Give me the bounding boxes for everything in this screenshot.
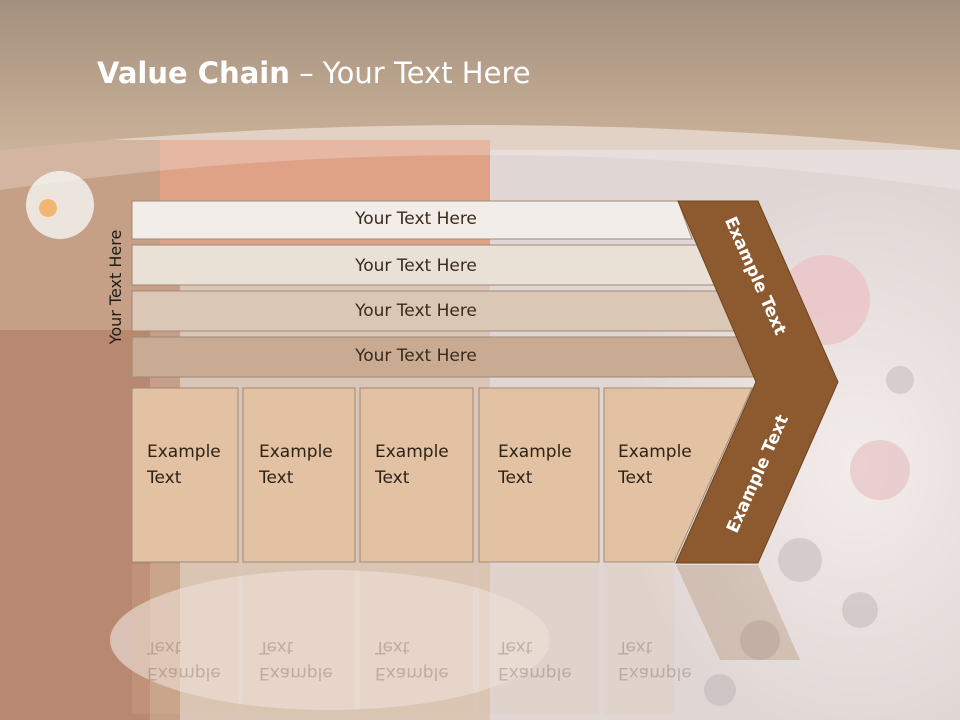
column-2-reflection-line-2: Text <box>259 637 294 657</box>
bar-3-label: Your Text Here <box>355 301 477 321</box>
column-4-reflection-line-1: Example <box>498 663 572 683</box>
column-2-line-1: Example <box>259 442 333 462</box>
column-1-reflection: Example Text <box>147 634 221 686</box>
column-1-reflection-line-1: Example <box>147 663 221 683</box>
column-2-line-2: Text <box>259 468 294 488</box>
column-5-reflection-line-2: Text <box>618 637 653 657</box>
column-3-shape <box>359 387 474 563</box>
column-3-reflection-line-1: Example <box>375 663 449 683</box>
column-3-line-1: Example <box>375 442 449 462</box>
title-rest: – Your Text Here <box>289 56 531 90</box>
chevron-shape <box>675 200 839 564</box>
column-4-reflection-line-2: Text <box>498 637 533 657</box>
bar-2-label: Your Text Here <box>355 256 477 276</box>
column-4-reflection: Example Text <box>498 634 572 686</box>
side-label: Your Text Here <box>106 229 125 345</box>
column-3-line-2: Text <box>375 468 410 488</box>
bar-4-label: Your Text Here <box>355 346 477 366</box>
column-1-shape <box>131 387 239 563</box>
column-5-line-2: Text <box>618 468 653 488</box>
column-4-line-2: Text <box>498 468 533 488</box>
bar-1-shape <box>131 200 693 240</box>
column-1-line-1: Example <box>147 442 221 462</box>
slide-title: Value Chain – Your Text Here <box>97 56 531 90</box>
title-bold: Value Chain <box>97 56 290 90</box>
column-3-reflection: Example Text <box>375 634 449 686</box>
bar-1-label: Your Text Here <box>355 209 477 229</box>
column-5-shape <box>603 387 753 563</box>
column-5-reflection: Example Text <box>618 634 692 686</box>
column-5-line-1: Example <box>618 442 692 462</box>
column-2-shape <box>242 387 356 563</box>
column-3-reflection-line-2: Text <box>375 637 410 657</box>
column-4-line-1: Example <box>498 442 572 462</box>
column-1-reflection-line-2: Text <box>147 637 182 657</box>
column-4-shape <box>478 387 600 563</box>
column-5-reflection-line-1: Example <box>618 663 692 683</box>
column-2-reflection-line-1: Example <box>259 663 333 683</box>
column-2-reflection: Example Text <box>259 634 333 686</box>
column-1-line-2: Text <box>147 468 182 488</box>
